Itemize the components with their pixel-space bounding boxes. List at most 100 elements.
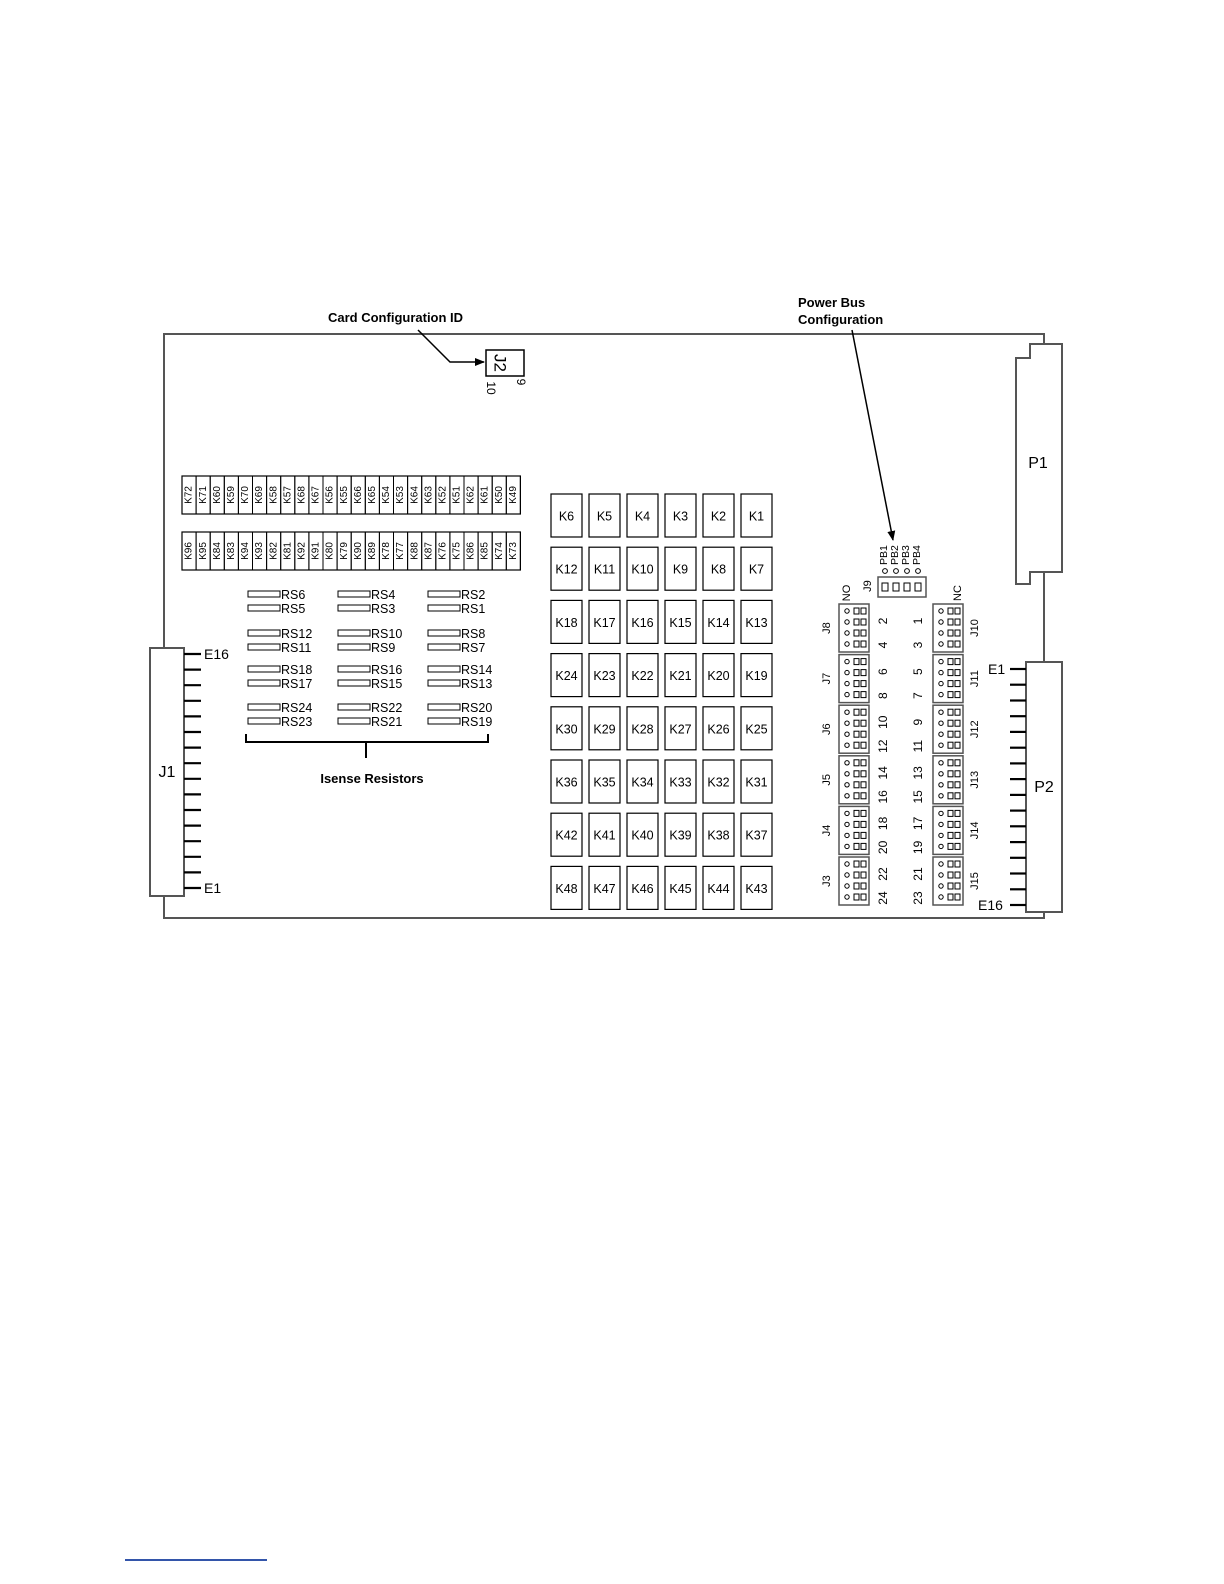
pin-square [881,582,889,592]
pin-dot [938,832,944,839]
pin-dot [915,568,921,574]
relay-label: K95 [198,542,209,560]
pin-dot [844,782,850,788]
relay-label: K17 [593,616,615,630]
pin-dot [844,742,850,748]
relay-label: K26 [707,722,729,736]
relay-label: K28 [631,722,653,736]
pin-dot [844,680,850,687]
jumper-pin-number: 17 [911,816,925,830]
pin-square [853,618,860,626]
relay-label: K88 [409,542,420,560]
relay-label: K55 [339,486,350,504]
relay-label: K92 [297,542,308,560]
pin-dot [844,709,850,715]
relay-label: K22 [631,669,653,683]
relay-label: K76 [437,542,448,560]
jumper-pin-number: 13 [911,766,925,780]
pin-square [860,640,867,648]
relay-label: K19 [745,669,767,683]
relay-label: K23 [593,669,615,683]
pin-square [947,831,954,839]
pin-label: PB3 [900,545,912,565]
relay-box [702,812,735,857]
relay-label: K66 [353,486,364,504]
pin-square [860,860,867,868]
relay-label: K67 [311,486,322,504]
pin-dot [844,731,850,737]
pin-square [954,669,961,677]
relay-label: K38 [707,829,729,843]
relay-box [740,546,773,591]
pin-square [853,831,860,839]
relay-label: K86 [466,542,477,560]
relay-label: K75 [452,542,463,560]
pin-dot [844,894,850,900]
relay-label: K25 [745,722,767,736]
pin-square [860,741,867,749]
pin-dot [938,709,944,715]
relay-label: K61 [480,486,491,504]
pin-square [954,629,961,637]
relay-label: K8 [711,563,726,577]
resistor-label: RS5 [281,602,305,616]
relay-label: K50 [494,486,505,504]
jumper-pin-number: 23 [911,891,925,905]
relay-box [702,652,735,698]
relay-label: K96 [184,542,195,560]
pin-dot [844,720,850,726]
pin-square [903,582,911,592]
relay-box [702,599,735,645]
relay-box [664,493,697,538]
relay-box [588,493,621,538]
resistor-label: RS13 [461,677,492,691]
relay-label: K64 [409,486,420,504]
jumper-label: J15 [969,872,981,890]
relay-box [702,706,735,751]
pin-square [947,658,954,666]
relay-label: K89 [367,542,378,560]
jumper-label: J11 [969,670,981,687]
relay-label: K93 [254,542,265,560]
jumper-pin-number: 20 [876,840,890,854]
relay-label: K56 [325,486,336,504]
pin-square [860,691,867,699]
pin-square [860,618,867,626]
pin-square [860,629,867,637]
relay-label: K40 [631,829,653,843]
pin-dot [938,669,944,676]
pin-square [954,658,961,666]
connector-j1-pins [184,652,201,890]
pin-square [853,691,860,699]
connector-j2-pin-a: 9 [514,379,528,386]
pin-square [954,842,961,850]
pin-dot [938,810,944,817]
relay-box [550,493,583,538]
jumper-pin-number: 5 [911,668,925,675]
resistor-label: RS6 [281,588,305,602]
resistor-label: RS19 [461,715,492,729]
relay-label: K18 [555,616,577,630]
relay-label: K72 [184,486,195,504]
jumper-label: J12 [969,720,981,738]
relay-label: K49 [508,486,519,504]
relay-label: K53 [395,486,406,504]
relay-box [588,652,621,698]
pin-square [947,741,954,749]
pin-square [954,781,961,789]
pin-dot [938,821,944,828]
pin-dot [844,630,850,636]
resistor [337,604,371,612]
pin-square [853,669,860,677]
resistor [427,679,461,687]
relay-label: K13 [745,616,767,630]
relay-label: K27 [669,722,691,736]
relay-box [550,812,583,857]
jumper-pin-number: 11 [911,740,925,753]
jumper-pin-number: 15 [911,790,925,804]
relay-box [702,493,735,538]
resistor-label: RS21 [371,715,402,729]
small-relay-cell [505,475,521,515]
resistor [247,629,281,637]
